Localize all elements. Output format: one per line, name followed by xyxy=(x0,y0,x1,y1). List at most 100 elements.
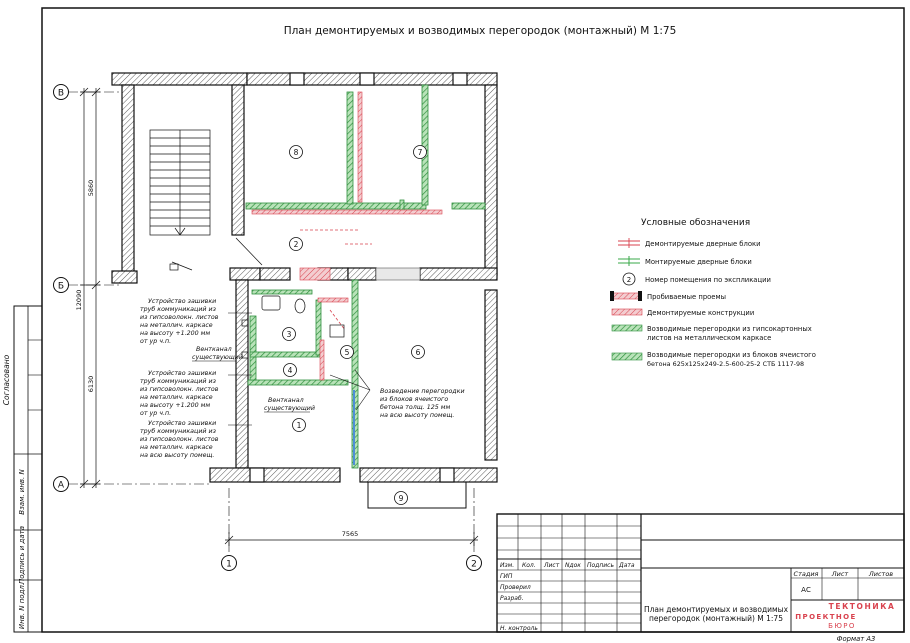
dim-7565: 7565 xyxy=(342,530,359,538)
title-block-text: Изм. Кол. Лист Nдок Подпись Дата ГИП Про… xyxy=(500,562,896,643)
room-bubble-9: 9 xyxy=(394,491,408,505)
sanitary-fixtures xyxy=(241,295,345,359)
vent-note-2: Вентканал существующий xyxy=(264,397,315,413)
svg-text:Устройство зашивки: Устройство зашивки xyxy=(148,298,216,305)
svg-text:1: 1 xyxy=(297,421,302,430)
svg-text:Лист: Лист xyxy=(831,570,849,578)
svg-text:перегородок (монтажный) М 1:75: перегородок (монтажный) М 1:75 xyxy=(649,614,783,623)
svg-text:из блоков ячеистого: из блоков ячеистого xyxy=(380,395,448,403)
dim-5860: 5860 xyxy=(87,180,95,197)
svg-text:Демонтируемые дверные блоки: Демонтируемые дверные блоки xyxy=(645,240,761,248)
svg-text:Возведение перегородки: Возведение перегородки xyxy=(380,388,465,395)
legend-gkl-partitions: Возводимые перегородки из гипсокартонных… xyxy=(611,324,812,342)
svg-text:3: 3 xyxy=(287,330,292,339)
vzam-label: Взам. инв. N xyxy=(18,468,26,514)
svg-text:труб коммуникаций из: труб коммуникаций из xyxy=(140,427,217,435)
axis-bubble-a: А xyxy=(53,476,69,492)
svg-text:Разраб.: Разраб. xyxy=(500,595,524,602)
svg-text:План демонтируемых и возводимы: План демонтируемых и возводимых xyxy=(644,605,789,614)
legend-mounted-doors: Монтируемые дверные блоки xyxy=(618,256,752,266)
svg-text:Кол.: Кол. xyxy=(522,562,536,569)
svg-text:Пробиваемые проемы: Пробиваемые проемы xyxy=(647,293,726,301)
room-bubble-6: 6 xyxy=(411,345,425,359)
svg-text:от ур ч.п.: от ур ч.п. xyxy=(140,338,171,345)
svg-text:Вентканал: Вентканал xyxy=(196,346,232,353)
axis-bubble-2: 2 xyxy=(466,555,482,571)
demolished-constructions xyxy=(251,91,443,381)
brand-line-1: ТЕКТОНИКА xyxy=(829,602,896,611)
svg-text:на металлич. каркасе: на металлич. каркасе xyxy=(140,322,213,329)
legend-room-number: 2 Номер помещения по экспликации xyxy=(622,272,771,286)
room-bubble-5: 5 xyxy=(340,345,354,359)
svg-text:Nдок: Nдок xyxy=(565,562,581,569)
svg-text:на высоту +1.200 мм: на высоту +1.200 мм xyxy=(140,330,210,337)
svg-text:А: А xyxy=(58,481,65,491)
format-label: Формат А3 xyxy=(837,635,876,643)
drawing-title: План демонтируемых и возводимых перегоро… xyxy=(284,25,677,37)
svg-text:Возводимые перегородки из гипс: Возводимые перегородки из гипсокартонных xyxy=(647,325,812,333)
svg-text:на металлич. каркасе: на металлич. каркасе xyxy=(140,444,213,451)
axis-bubble-1: 1 xyxy=(221,555,237,571)
svg-text:Лист: Лист xyxy=(543,562,560,569)
svg-text:на высоту +1.200 мм: на высоту +1.200 мм xyxy=(140,402,210,409)
svg-text:из гипсоволокн. листов: из гипсоволокн. листов xyxy=(140,436,219,443)
demolished-doors xyxy=(300,229,372,331)
annotation-3: Устройство зашивки труб коммуникаций из … xyxy=(140,420,219,459)
annotation-1: Устройство зашивки труб коммуникаций из … xyxy=(140,298,219,345)
svg-text:ГИП: ГИП xyxy=(500,573,513,580)
svg-text:Подпись: Подпись xyxy=(587,562,614,569)
svg-text:Стадия: Стадия xyxy=(794,570,819,578)
svg-text:Номер помещения по экспликации: Номер помещения по экспликации xyxy=(645,276,771,284)
svg-text:Возводимые перегородки из блок: Возводимые перегородки из блоков ячеисто… xyxy=(647,351,816,359)
svg-text:АС: АС xyxy=(801,586,811,594)
svg-text:из гипсоволокн. листов: из гипсоволокн. листов xyxy=(140,386,219,393)
dimension-lines xyxy=(79,87,479,546)
axis-bubble-b: Б xyxy=(53,277,69,293)
svg-text:от ур ч.п.: от ур ч.п. xyxy=(140,410,171,417)
floor-plan xyxy=(111,72,498,509)
svg-text:9: 9 xyxy=(399,494,404,503)
svg-text:бетона 625х125х249-2.5-600-25-: бетона 625х125х249-2.5-600-25-2 СТБ 1117… xyxy=(647,360,804,368)
svg-text:Устройство зашивки: Устройство зашивки xyxy=(148,420,216,427)
svg-text:Изм.: Изм. xyxy=(500,562,514,569)
svg-text:из гипсоволокн. листов: из гипсоволокн. листов xyxy=(140,314,219,321)
left-sidebar: Согласовано Взам. инв. N Подпись и дата … xyxy=(2,305,43,633)
legend-demolished-constructions: Демонтируемые конструкции xyxy=(611,308,754,317)
svg-text:4: 4 xyxy=(288,366,293,375)
svg-text:Монтируемые дверные блоки: Монтируемые дверные блоки xyxy=(645,258,752,266)
room-bubble-1: 1 xyxy=(292,418,306,432)
title-block xyxy=(496,513,905,633)
svg-text:Демонтируемые конструкции: Демонтируемые конструкции xyxy=(647,309,754,317)
room-bubble-7: 7 xyxy=(413,145,427,159)
dim-12090: 12090 xyxy=(75,290,83,311)
room-bubble-3: 3 xyxy=(282,327,296,341)
axis-bubble-v: В xyxy=(53,84,69,100)
brand-line-2: ПРОЕКТНОЕ xyxy=(795,613,856,621)
svg-text:7: 7 xyxy=(418,148,423,157)
room-bubble-4: 4 xyxy=(283,363,297,377)
legend: Условные обозначения Демонтируемые дверн… xyxy=(610,218,816,368)
svg-text:на всю высоту помещ.: на всю высоту помещ. xyxy=(380,412,454,419)
svg-text:5: 5 xyxy=(345,348,350,357)
svg-text:Листов: Листов xyxy=(868,570,893,578)
svg-text:2: 2 xyxy=(471,560,477,570)
svg-text:труб коммуникаций из: труб коммуникаций из xyxy=(140,305,217,313)
staircase xyxy=(149,129,263,271)
svg-text:В: В xyxy=(58,89,64,99)
svg-text:существующий: существующий xyxy=(192,354,243,361)
leader-lines xyxy=(228,312,371,426)
balcony xyxy=(367,481,467,509)
annotation-2: Устройство зашивки труб коммуникаций из … xyxy=(140,370,219,417)
svg-text:2: 2 xyxy=(627,276,631,284)
svg-text:листов на металлическом каркас: листов на металлическом каркасе xyxy=(647,334,771,342)
svg-text:1: 1 xyxy=(226,560,232,570)
svg-text:Вентканал: Вентканал xyxy=(268,397,304,404)
svg-text:Проверил: Проверил xyxy=(500,584,531,591)
svg-text:на металлич. каркасе: на металлич. каркасе xyxy=(140,394,213,401)
legend-block-partitions: Возводимые перегородки из блоков ячеисто… xyxy=(611,351,816,368)
vent-note-1: Вентканал существующий xyxy=(192,346,243,362)
svg-text:существующий: существующий xyxy=(264,405,315,412)
svg-text:Б: Б xyxy=(58,282,64,292)
